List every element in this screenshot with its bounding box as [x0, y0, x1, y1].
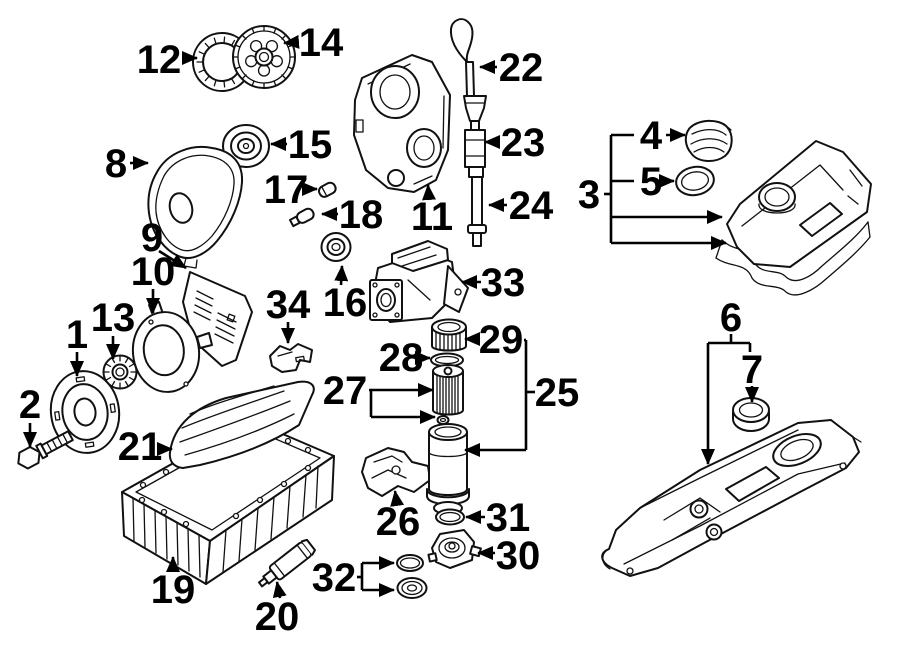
callout-number-34[interactable]: 34	[266, 283, 311, 327]
callout-34[interactable]: 34	[266, 283, 311, 344]
callout-number-13[interactable]: 13	[91, 296, 136, 340]
callout-14[interactable]: 14	[283, 21, 344, 65]
callout-4[interactable]: 4	[640, 114, 686, 158]
callout-8[interactable]: 8	[105, 142, 149, 186]
part-plug-18	[288, 207, 315, 228]
part-sealant-tube	[257, 538, 316, 588]
part-seal-rings-32	[396, 554, 428, 599]
callout-18[interactable]: 18	[321, 193, 384, 237]
callout-7[interactable]: 7	[741, 348, 763, 403]
part-oil-cooler	[427, 529, 482, 569]
callout-number-12[interactable]: 12	[137, 38, 182, 82]
callout-number-20[interactable]: 20	[255, 595, 300, 639]
callout-20[interactable]: 20	[255, 581, 300, 639]
callout-number-10[interactable]: 10	[131, 250, 176, 294]
part-upper-timing-cover	[147, 146, 244, 269]
callout-number-32[interactable]: 32	[312, 556, 357, 600]
part-o-ring-31	[435, 508, 465, 526]
callout-number-31[interactable]: 31	[486, 496, 531, 540]
callout-number-8[interactable]: 8	[105, 142, 127, 186]
part-oil-pump	[369, 240, 469, 323]
part-valve-cover-assembly	[715, 140, 872, 296]
part-filter-housing	[426, 423, 470, 515]
callout-number-16[interactable]: 16	[323, 281, 368, 325]
callout-number-17[interactable]: 17	[264, 168, 309, 212]
callout-number-30[interactable]: 30	[496, 534, 541, 578]
callout-number-21[interactable]: 21	[118, 425, 163, 469]
callout-32[interactable]: 32	[312, 556, 395, 600]
part-plug-17	[317, 181, 337, 198]
part-camshaft-gear	[232, 25, 296, 89]
part-camshaft-cover	[601, 419, 862, 577]
callout-17[interactable]: 17	[264, 168, 318, 212]
callout-33[interactable]: 33	[461, 261, 526, 305]
callout-21[interactable]: 21	[118, 425, 173, 469]
callout-31[interactable]: 31	[465, 496, 531, 540]
callout-9[interactable]: 9	[141, 216, 187, 270]
callout-number-1[interactable]: 1	[66, 313, 88, 357]
part-oil-baffle	[168, 380, 315, 469]
part-knurled-hub	[102, 354, 138, 390]
callout-29[interactable]: 29	[464, 318, 524, 362]
part-rear-timing-cover	[353, 54, 451, 193]
part-pickup-bracket	[361, 447, 431, 497]
callout-number-15[interactable]: 15	[288, 123, 333, 167]
callout-15[interactable]: 15	[270, 123, 333, 167]
part-filter-cap	[431, 318, 467, 352]
callout-1[interactable]: 1	[66, 313, 88, 377]
callout-number-14[interactable]: 14	[299, 21, 344, 65]
callout-number-24[interactable]: 24	[509, 184, 554, 228]
callout-5[interactable]: 5	[640, 160, 675, 204]
callout-number-7[interactable]: 7	[741, 348, 763, 392]
part-oil-filler-cap	[684, 119, 733, 162]
callout-number-25[interactable]: 25	[535, 371, 580, 415]
callout-number-11[interactable]: 11	[411, 195, 453, 239]
part-idler-pulley	[222, 124, 270, 168]
part-bolt	[17, 430, 74, 470]
callout-number-23[interactable]: 23	[501, 121, 546, 165]
callout-number-22[interactable]: 22	[499, 46, 544, 90]
callout-number-27[interactable]: 27	[323, 369, 368, 413]
part-seal-flange	[131, 301, 213, 393]
callout-24[interactable]: 24	[488, 184, 554, 228]
callout-19[interactable]: 19	[151, 556, 196, 612]
callout-number-19[interactable]: 19	[151, 568, 196, 612]
callout-26[interactable]: 26	[376, 490, 421, 544]
callout-number-4[interactable]: 4	[640, 114, 663, 158]
callout-3[interactable]: 3	[578, 133, 727, 250]
callout-27[interactable]: 27	[323, 369, 436, 424]
callout-16[interactable]: 16	[323, 265, 368, 325]
callout-number-26[interactable]: 26	[376, 500, 421, 544]
callout-2[interactable]: 2	[19, 383, 41, 448]
callout-23[interactable]: 23	[484, 121, 546, 165]
part-cover-seal-ring	[732, 397, 770, 432]
callout-13[interactable]: 13	[91, 296, 136, 360]
callout-number-9[interactable]: 9	[141, 216, 163, 260]
part-cap-seal	[675, 165, 715, 197]
part-dipstick-assembly	[449, 18, 487, 247]
callout-number-2[interactable]: 2	[19, 383, 41, 427]
part-bracket-34	[269, 343, 313, 373]
callout-30[interactable]: 30	[477, 534, 541, 578]
callout-layer: 1234567891011121314151617181920212223242…	[19, 21, 763, 639]
callout-number-33[interactable]: 33	[481, 261, 526, 305]
callout-25[interactable]: 25	[464, 338, 580, 457]
callout-number-18[interactable]: 18	[339, 193, 384, 237]
part-filter-element	[432, 364, 464, 425]
callout-6[interactable]: 6	[701, 296, 752, 465]
callout-number-29[interactable]: 29	[479, 318, 524, 362]
callout-12[interactable]: 12	[137, 38, 198, 82]
part-seal-ring-16	[320, 232, 352, 262]
callout-28[interactable]: 28	[379, 336, 431, 380]
callout-10[interactable]: 10	[131, 250, 176, 314]
callout-number-5[interactable]: 5	[640, 160, 662, 204]
callout-number-3[interactable]: 3	[578, 173, 600, 217]
callout-22[interactable]: 22	[479, 46, 544, 90]
callout-number-28[interactable]: 28	[379, 336, 424, 380]
callout-number-6[interactable]: 6	[720, 296, 742, 340]
part-oil-pan	[121, 419, 335, 585]
callout-11[interactable]: 11	[411, 184, 453, 239]
